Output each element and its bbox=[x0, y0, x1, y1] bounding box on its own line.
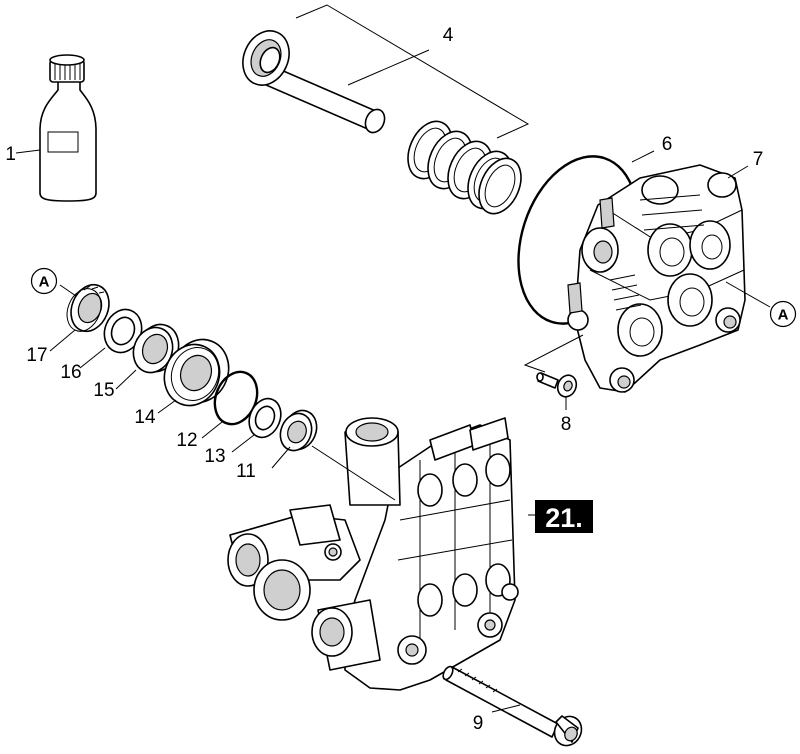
reference-mark-right: A bbox=[769, 300, 797, 328]
seal-part-14 bbox=[163, 338, 230, 407]
reference-mark-left: A bbox=[30, 267, 58, 295]
label-part-13: 13 bbox=[204, 446, 225, 467]
assembly-badge: 21. bbox=[535, 500, 593, 533]
label-part-6: 6 bbox=[662, 134, 673, 155]
seal-part-15 bbox=[132, 323, 180, 374]
seal-part-16 bbox=[103, 308, 143, 354]
small-screw bbox=[536, 372, 578, 398]
part4-leader-bracket bbox=[295, 4, 530, 139]
label-part-7: 7 bbox=[753, 149, 764, 170]
seal-part-17 bbox=[66, 283, 110, 333]
oil-bottle bbox=[39, 54, 97, 202]
pump-head-cover bbox=[567, 164, 746, 393]
assembly-badge-text: 21. bbox=[545, 503, 583, 533]
long-bolt bbox=[442, 665, 583, 747]
reference-mark-right-text: A bbox=[778, 307, 789, 324]
seal-part-11 bbox=[279, 409, 318, 452]
leader-lines bbox=[15, 149, 771, 713]
label-part-15: 15 bbox=[93, 380, 114, 401]
part-labels: 1 4 6 7 8 9 11 12 13 14 15 16 17 bbox=[5, 25, 763, 734]
label-part-12: 12 bbox=[176, 430, 197, 451]
label-part-14: 14 bbox=[134, 407, 156, 428]
reference-mark-left-text: A bbox=[39, 274, 50, 291]
label-part-1: 1 bbox=[5, 144, 16, 165]
label-part-17: 17 bbox=[26, 345, 47, 366]
label-part-8: 8 bbox=[561, 414, 572, 435]
plunger-rod bbox=[242, 30, 386, 134]
label-part-9: 9 bbox=[473, 713, 484, 734]
pump-housing bbox=[227, 417, 519, 691]
plunger-spring bbox=[407, 120, 522, 215]
label-part-4: 4 bbox=[443, 25, 454, 46]
label-part-11: 11 bbox=[236, 461, 256, 482]
label-part-16: 16 bbox=[60, 362, 81, 383]
seal-part-13 bbox=[248, 397, 282, 439]
